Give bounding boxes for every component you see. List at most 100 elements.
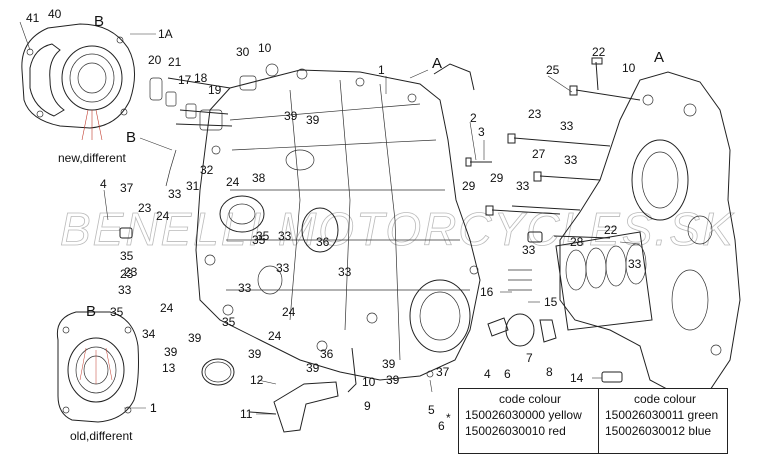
callout: 22 — [604, 223, 618, 237]
callout: 39 — [382, 357, 396, 371]
bolts-drawing — [119, 57, 641, 433]
callout: 24 — [156, 209, 170, 223]
callout: 33 — [522, 243, 536, 257]
cylinder-block-drawing — [555, 71, 741, 397]
callout: 14 — [570, 371, 584, 385]
watermark: BENELLI MOTORCYCLES.SK — [60, 203, 735, 255]
callout: 38 — [252, 171, 266, 185]
callout: 33 — [118, 283, 132, 297]
caption-old-cover: old,different — [70, 429, 133, 443]
callout: 23 — [124, 265, 138, 279]
new-side-cover-drawing — [19, 21, 135, 141]
callout: 29 — [462, 179, 476, 193]
callout: 4 — [484, 367, 491, 381]
central-crankcase-drawing — [195, 63, 481, 381]
legend-divider — [598, 389, 599, 453]
legend-right-header: code colour — [633, 392, 697, 406]
callout: 36 — [320, 347, 334, 361]
legend-ref-number: 6 — [438, 419, 445, 433]
callout: 35 — [222, 315, 236, 329]
group-letters: B A A B B — [86, 13, 664, 320]
callout: 37 — [436, 365, 450, 379]
callout: 10 — [622, 61, 636, 75]
callout: 8 — [546, 365, 553, 379]
callout: 1A — [158, 27, 173, 41]
callout: 1 — [378, 63, 385, 77]
callout: 3 — [478, 125, 485, 139]
callout-numbers: 41 40 1A 30 10 1 20 21 17 18 19 39 39 22… — [26, 7, 642, 421]
callout: 23 — [120, 267, 134, 281]
callout: 2 — [470, 111, 477, 125]
callout: 24 — [226, 175, 240, 189]
callout: 35 — [110, 305, 124, 319]
callout: 35 — [120, 249, 134, 263]
callout: 23 — [528, 107, 542, 121]
callout: 12 — [250, 373, 264, 387]
callout: 17 — [178, 73, 192, 87]
callout: 34 — [142, 327, 156, 341]
old-side-cover-drawing — [56, 311, 139, 423]
callout: 41 — [26, 11, 40, 25]
small-parts-drawing — [149, 75, 557, 386]
callout: 33 — [628, 257, 642, 271]
callout: 35 — [256, 229, 270, 243]
callout: 15 — [544, 295, 558, 309]
callout: 32 — [200, 163, 214, 177]
callout: 10 — [362, 375, 376, 389]
callout: 39 — [386, 373, 400, 387]
callout: 33 — [278, 229, 292, 243]
callout: 33 — [238, 281, 252, 295]
callout: 22 — [592, 45, 606, 59]
legend-right-column: code colour 150026030011 green 150026030… — [605, 391, 725, 439]
callout: 21 — [168, 55, 182, 69]
callout: 31 — [186, 179, 200, 193]
group-label-b-top: B — [94, 13, 104, 30]
callout: 39 — [164, 345, 178, 359]
callout: 25 — [546, 63, 560, 77]
callout: 35 — [252, 233, 266, 247]
callout: 39 — [284, 109, 298, 123]
callout: 33 — [564, 153, 578, 167]
callout: 7 — [526, 351, 533, 365]
callout: 1 — [150, 401, 157, 415]
callout: 24 — [268, 329, 282, 343]
callout: 27 — [532, 147, 546, 161]
legend-row: 150026030010 red — [465, 424, 566, 438]
legend-row: 150026030000 yellow — [465, 408, 582, 422]
callout: 6 — [504, 367, 511, 381]
legend-left-header: code colour — [498, 392, 562, 406]
callout: 28 — [570, 235, 584, 249]
callout: 23 — [138, 201, 152, 215]
callout: 39 — [306, 113, 320, 127]
callout: 33 — [168, 187, 182, 201]
callout: 16 — [480, 285, 494, 299]
caption-new-cover: new,different — [58, 151, 126, 165]
legend-asterisk: * — [446, 411, 451, 425]
legend-row: 150026030012 blue — [605, 424, 712, 438]
callout: 10 — [258, 41, 272, 55]
leader-lines — [103, 33, 641, 415]
callout: 37 — [120, 181, 134, 195]
callout: 19 — [208, 83, 222, 97]
callout: 18 — [194, 71, 208, 85]
callout: 33 — [338, 265, 352, 279]
callout: 9 — [364, 399, 371, 413]
callout: 39 — [306, 361, 320, 375]
colour-code-legend: code colour 150026030000 yellow 15002603… — [458, 388, 728, 454]
callout: 13 — [162, 361, 176, 375]
callout: 33 — [276, 261, 290, 275]
callout: 30 — [236, 45, 250, 59]
callout: 40 — [48, 7, 62, 21]
callout: 1 — [150, 401, 157, 415]
callout: 39 — [188, 331, 202, 345]
callout: 24 — [282, 305, 296, 319]
legend-left-column: code colour 150026030000 yellow 15002603… — [465, 391, 595, 439]
callout: 29 — [490, 171, 504, 185]
callout: 11 — [240, 407, 253, 421]
callout: 24 — [160, 301, 174, 315]
callout: 33 — [516, 179, 530, 193]
callout: 5 — [428, 403, 435, 417]
callout: 39 — [248, 347, 262, 361]
callout: 33 — [560, 119, 574, 133]
